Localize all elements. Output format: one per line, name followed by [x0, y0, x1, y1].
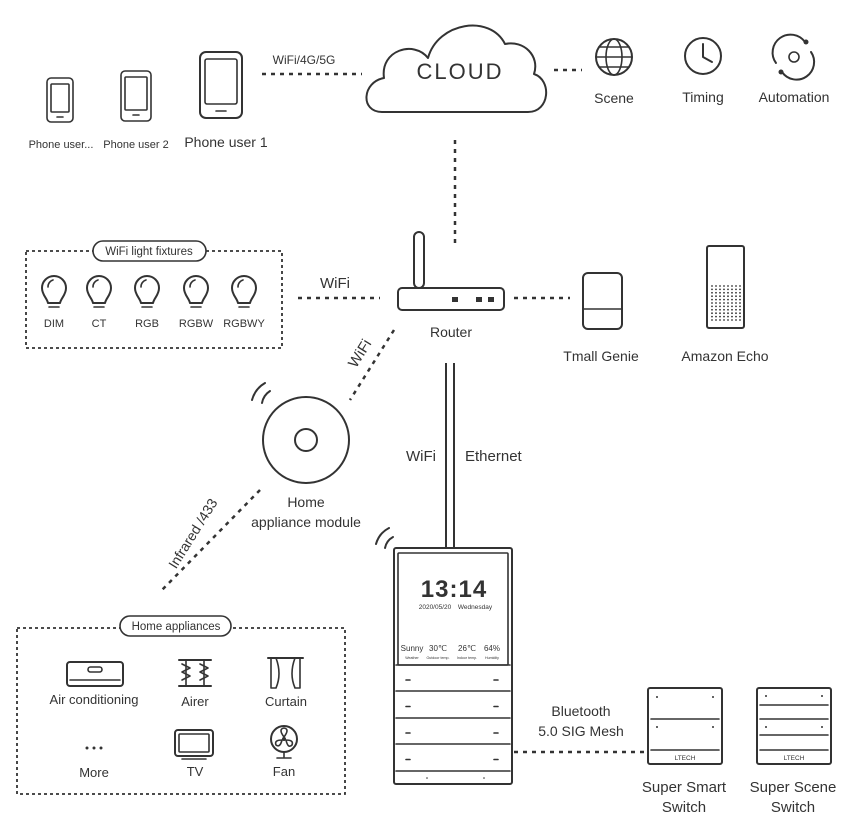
- smart-control-panel: [393, 547, 513, 785]
- bulb-label: RGBW: [179, 318, 214, 330]
- more-label: More: [79, 765, 109, 780]
- weather-value: 26℃: [458, 644, 476, 653]
- air-conditioning-label: Air conditioning: [50, 692, 139, 707]
- light-fixtures-title-pill: [92, 240, 207, 262]
- smart-switch-brand: LTECH: [675, 755, 696, 762]
- airer-icon: [178, 659, 212, 687]
- cloud-link-label: WiFi/4G/5G: [273, 53, 336, 67]
- bulb-ct: CT: [86, 275, 112, 330]
- phone-user-2-label: Phone user 2: [103, 139, 168, 151]
- bulb-dim: DIM: [41, 275, 67, 330]
- bulb-label: RGB: [135, 318, 159, 330]
- panel-date: 2020/05/20: [419, 604, 452, 611]
- scene-switch-label-line1: Super Scene: [750, 779, 837, 796]
- fixtures-link-label: WiFi: [320, 275, 350, 292]
- router-label: Router: [430, 324, 472, 340]
- amazon-echo-label: Amazon Echo: [681, 348, 768, 364]
- weather-value: Sunny: [401, 644, 424, 653]
- bulb-rgbw: RGBW: [179, 275, 214, 330]
- bulb-rgb: RGB: [134, 275, 160, 330]
- mesh-label-line1: Bluetooth: [551, 703, 610, 719]
- weather-caption: Humidity: [485, 656, 499, 660]
- phone-user-1: [199, 51, 243, 119]
- phone-user-3-label: Phone user...: [29, 139, 94, 151]
- amazon-echo-icon: [706, 245, 745, 329]
- module-label-line1: Home: [287, 494, 325, 510]
- more-icon: [85, 746, 103, 750]
- weather-caption: Weather: [405, 656, 419, 660]
- bulb-label: RGBWY: [223, 318, 265, 330]
- panel-signal-icon: [375, 527, 394, 549]
- router-icon: [397, 231, 505, 311]
- weather-value: 30℃: [429, 644, 447, 653]
- phone-user-2: [120, 70, 152, 122]
- panel-weekday: Wednesday: [458, 604, 493, 611]
- curtain-icon: [267, 657, 304, 689]
- module-signal-icon: [251, 382, 271, 404]
- automation-label: Automation: [759, 89, 830, 105]
- curtain-label: Curtain: [265, 694, 307, 709]
- module-label-line2: appliance module: [251, 514, 361, 530]
- air-conditioner-icon: [66, 661, 124, 687]
- tv-icon: [174, 729, 214, 760]
- weather-caption: Outdoor temp.: [427, 656, 450, 660]
- airer-label: Airer: [181, 694, 209, 709]
- appliances-title-pill: [119, 615, 232, 637]
- smart-switch-label-line1: Super Smart: [642, 779, 727, 796]
- light-bulbs: DIM CT RGB RGBW RGBWY: [41, 275, 265, 330]
- bulb-label: DIM: [44, 318, 64, 330]
- bulb-label: CT: [92, 318, 107, 330]
- super-smart-switch-icon: [647, 687, 723, 765]
- light-fixtures-title: WiFi light fixtures: [105, 246, 193, 258]
- automation-icon: [771, 33, 816, 81]
- timing-label: Timing: [682, 89, 724, 105]
- home-appliance-module-icon: [262, 396, 350, 484]
- appliances-box: [16, 627, 346, 795]
- scene-switch-label-line2: Switch: [771, 799, 815, 816]
- trunk-ethernet-label: Ethernet: [465, 448, 523, 465]
- fan-label: Fan: [273, 764, 295, 779]
- cloud-icon: [365, 24, 548, 113]
- smart-switch-label-line2: Switch: [662, 799, 706, 816]
- super-scene-switch-icon: [756, 687, 832, 765]
- fan-icon: [270, 725, 298, 759]
- scene-switch-brand: LTECH: [784, 755, 805, 762]
- weather-caption: Indoor temp.: [457, 656, 477, 660]
- tv-label: TV: [187, 764, 204, 779]
- scene-label: Scene: [594, 90, 634, 106]
- phone-user-1-label: Phone user 1: [184, 134, 267, 150]
- globe-icon: [595, 38, 633, 76]
- clock-icon: [684, 37, 722, 75]
- weather-value: 64%: [484, 644, 500, 653]
- tmall-genie-icon: [582, 272, 623, 330]
- mesh-label-line2: 5.0 SIG Mesh: [538, 723, 624, 739]
- infrared-label: Infrared /433: [165, 495, 221, 571]
- panel-time: 13:14: [421, 576, 487, 603]
- panel-keys: [395, 664, 511, 779]
- phone-user-3: [46, 77, 74, 123]
- connectors: [161, 68, 648, 754]
- module-wifi-label: WiFi: [345, 336, 375, 370]
- tmall-genie-label: Tmall Genie: [563, 348, 639, 364]
- trunk-wifi-label: WiFi: [406, 448, 436, 465]
- cloud-label: CLOUD: [416, 59, 503, 84]
- bulb-rgbwy: RGBWY: [223, 275, 265, 330]
- appliances-title: Home appliances: [132, 621, 221, 633]
